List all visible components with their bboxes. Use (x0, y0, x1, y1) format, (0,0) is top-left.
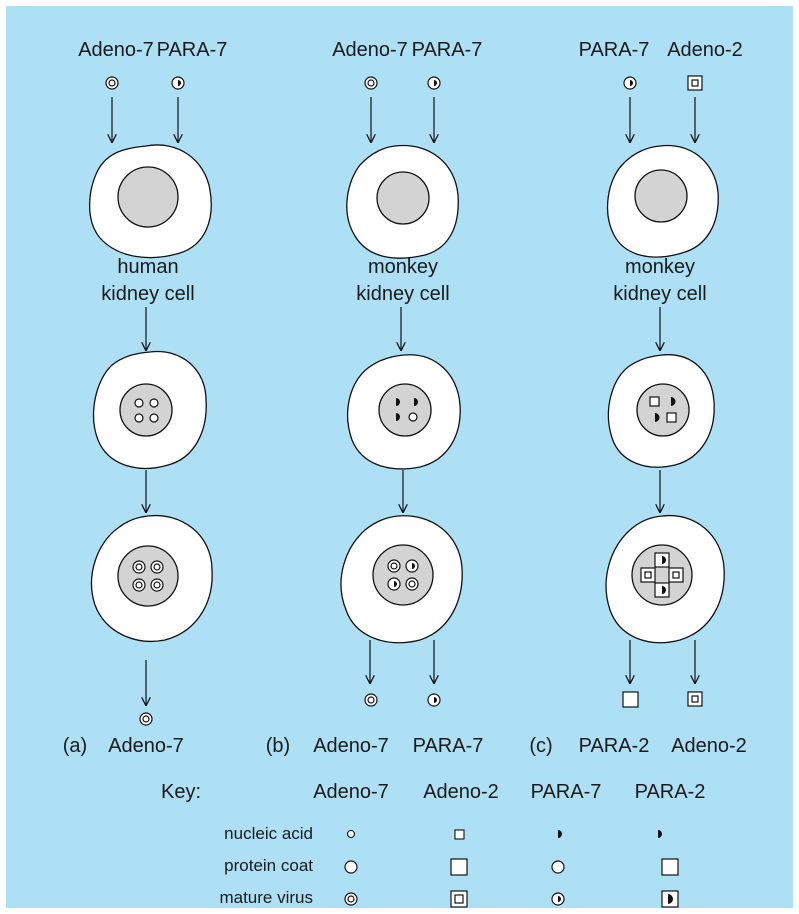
output-para-7-icon (427, 693, 441, 707)
nucleus-a-1 (117, 166, 179, 228)
panel-c-input-1-label: PARA-7 (579, 39, 650, 61)
nucleus-b-3 (372, 544, 434, 606)
nucleic-acid-cluster-b (396, 398, 418, 422)
key-para-7-mature-virus-icon (551, 892, 565, 906)
nucleic-acid-cluster-c (649, 396, 677, 423)
panel-a-input-1-label: Adeno-7 (78, 39, 154, 61)
output-adeno-7-icon (139, 712, 153, 726)
key-adeno-2-nucleic-acid-icon (454, 829, 465, 840)
panel-b-letter: (b) (266, 735, 290, 757)
panel-b-input-1-label: Adeno-7 (332, 39, 408, 61)
mature-virus-cluster-c (640, 552, 684, 598)
panel-c-output-1-label: PARA-2 (579, 735, 650, 757)
panel-b-cell-label-line2: kidney cell (356, 283, 449, 305)
panel-c: PARA-7 Adeno-2 monkey kidney cell (529, 39, 746, 757)
key-para-7-protein-coat-icon (551, 860, 565, 874)
adeno-7-icon (364, 76, 378, 90)
panel-b-cell-label-line1: monkey (368, 256, 438, 278)
nucleus-b-2 (378, 383, 432, 437)
panel-c-input-2-label: Adeno-2 (667, 39, 743, 61)
nucleus-a-3 (117, 545, 179, 607)
output-adeno-7-icon (364, 693, 378, 707)
panel-c-letter: (c) (529, 735, 552, 757)
output-para-2-icon (622, 691, 639, 708)
panel-a-output-label: Adeno-7 (108, 735, 184, 757)
key-adeno-7-protein-coat-icon (344, 860, 358, 874)
key-col-para-2: PARA-2 (635, 781, 706, 803)
key: Key: Adeno-7 Adeno-2 PARA-7 PARA-2 nucle… (161, 781, 706, 908)
output-adeno-2-icon (687, 691, 703, 707)
key-para-2-protein-coat-icon (661, 858, 679, 876)
panel-a-letter: (a) (63, 735, 87, 757)
key-para-2-mature-virus-icon (661, 890, 679, 908)
nucleus-b-1 (376, 171, 430, 225)
panel-b-input-2-label: PARA-7 (412, 39, 483, 61)
panel-b-output-1-label: Adeno-7 (313, 735, 389, 757)
key-col-adeno-7: Adeno-7 (313, 781, 389, 803)
panel-a: Adeno-7 PARA-7 human kidney cell (63, 39, 228, 757)
nucleus-a-2 (119, 383, 173, 437)
key-row-nucleic-acid: nucleic acid (224, 824, 313, 843)
key-row-mature-virus: mature virus (219, 888, 313, 907)
key-col-adeno-2: Adeno-2 (423, 781, 499, 803)
adeno-2-icon (687, 75, 703, 91)
key-para-2-nucleic-acid-icon (658, 830, 662, 838)
mature-virus-cluster-a (132, 560, 164, 592)
nucleic-acid-cluster-a (134, 398, 159, 423)
panel-c-cell-label-line1: monkey (625, 256, 695, 278)
panel-c-cell-label-line2: kidney cell (613, 283, 706, 305)
panel-b-output-2-label: PARA-7 (413, 735, 484, 757)
para-7-icon (623, 76, 637, 90)
key-adeno-2-protein-coat-icon (450, 858, 468, 876)
key-adeno-7-nucleic-acid-icon (346, 829, 356, 839)
panel-c-output-2-label: Adeno-2 (671, 735, 747, 757)
para-7-icon (427, 76, 441, 90)
key-title: Key: (161, 781, 201, 803)
nucleus-c-1 (634, 169, 688, 223)
key-col-para-7: PARA-7 (531, 781, 602, 803)
nucleus-c-3 (631, 544, 693, 606)
key-adeno-2-mature-virus-icon (450, 890, 468, 908)
panel-a-cell-label-line1: human (117, 256, 178, 278)
para-7-icon (171, 76, 185, 90)
key-adeno-7-mature-virus-icon (344, 892, 358, 906)
panel-b: Adeno-7 PARA-7 monkey kidney cell (266, 39, 484, 757)
mature-virus-cluster-b (387, 559, 419, 591)
adeno-7-icon (105, 76, 119, 90)
panel-a-cell-label-line2: kidney cell (101, 283, 194, 305)
panel-a-input-2-label: PARA-7 (157, 39, 228, 61)
key-row-protein-coat: protein coat (224, 856, 313, 875)
nucleus-c-2 (636, 383, 690, 437)
key-para-7-nucleic-acid-icon (558, 830, 562, 838)
